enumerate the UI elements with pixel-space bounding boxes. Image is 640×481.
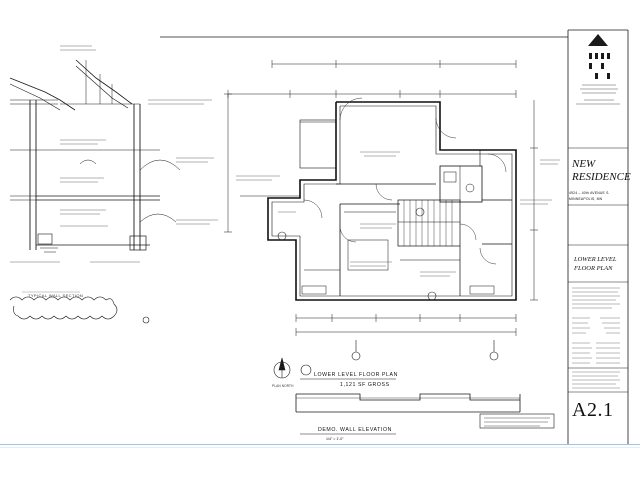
sheet-number: A2.1 bbox=[572, 399, 614, 421]
north-label: PLAN NORTH bbox=[272, 384, 294, 388]
sheet-title-line2: FLOOR PLAN bbox=[574, 265, 613, 272]
section-callout-marker bbox=[142, 316, 150, 324]
project-title-line1: NEW bbox=[572, 158, 596, 170]
wall-section-drawing bbox=[9, 59, 181, 253]
north-arrow-icon bbox=[273, 357, 291, 379]
revision-cloud bbox=[9, 296, 118, 320]
demo-wall-elevation bbox=[295, 393, 555, 429]
plan-room-notes bbox=[236, 151, 560, 277]
plan-title: LOWER LEVEL FLOOR PLAN bbox=[314, 372, 398, 378]
elevation-title: DEMO. WALL ELEVATION bbox=[318, 427, 392, 433]
plan-subtitle: 1,121 SF GROSS bbox=[340, 382, 390, 388]
firm-logo-icon bbox=[588, 34, 610, 79]
project-address-line1: 4924 – 40th AVENUE S. bbox=[569, 191, 610, 195]
viewer-bottom-band bbox=[0, 444, 640, 481]
firm-info-lines bbox=[576, 84, 620, 105]
section-label: TYPICAL WALL SECTION bbox=[28, 293, 84, 298]
door-swings bbox=[303, 97, 507, 265]
wall-section-leaders bbox=[10, 45, 218, 293]
project-address-line2: MINNEAPOLIS, MN bbox=[569, 197, 603, 201]
project-title-line2: RESIDENCE bbox=[572, 171, 631, 183]
section-markers bbox=[277, 207, 499, 376]
drawing-title-rules bbox=[300, 378, 396, 435]
plan-dimension-lines bbox=[224, 60, 538, 336]
floor-plan-walls bbox=[267, 101, 517, 301]
sheet-title-line1: LOWER LEVEL bbox=[574, 256, 617, 263]
sheet-notes bbox=[572, 287, 620, 389]
sheet-frame bbox=[160, 29, 629, 444]
elevation-scale: 1/4" = 1'-0" bbox=[326, 437, 344, 441]
viewer-bottom-rule bbox=[0, 447, 640, 448]
